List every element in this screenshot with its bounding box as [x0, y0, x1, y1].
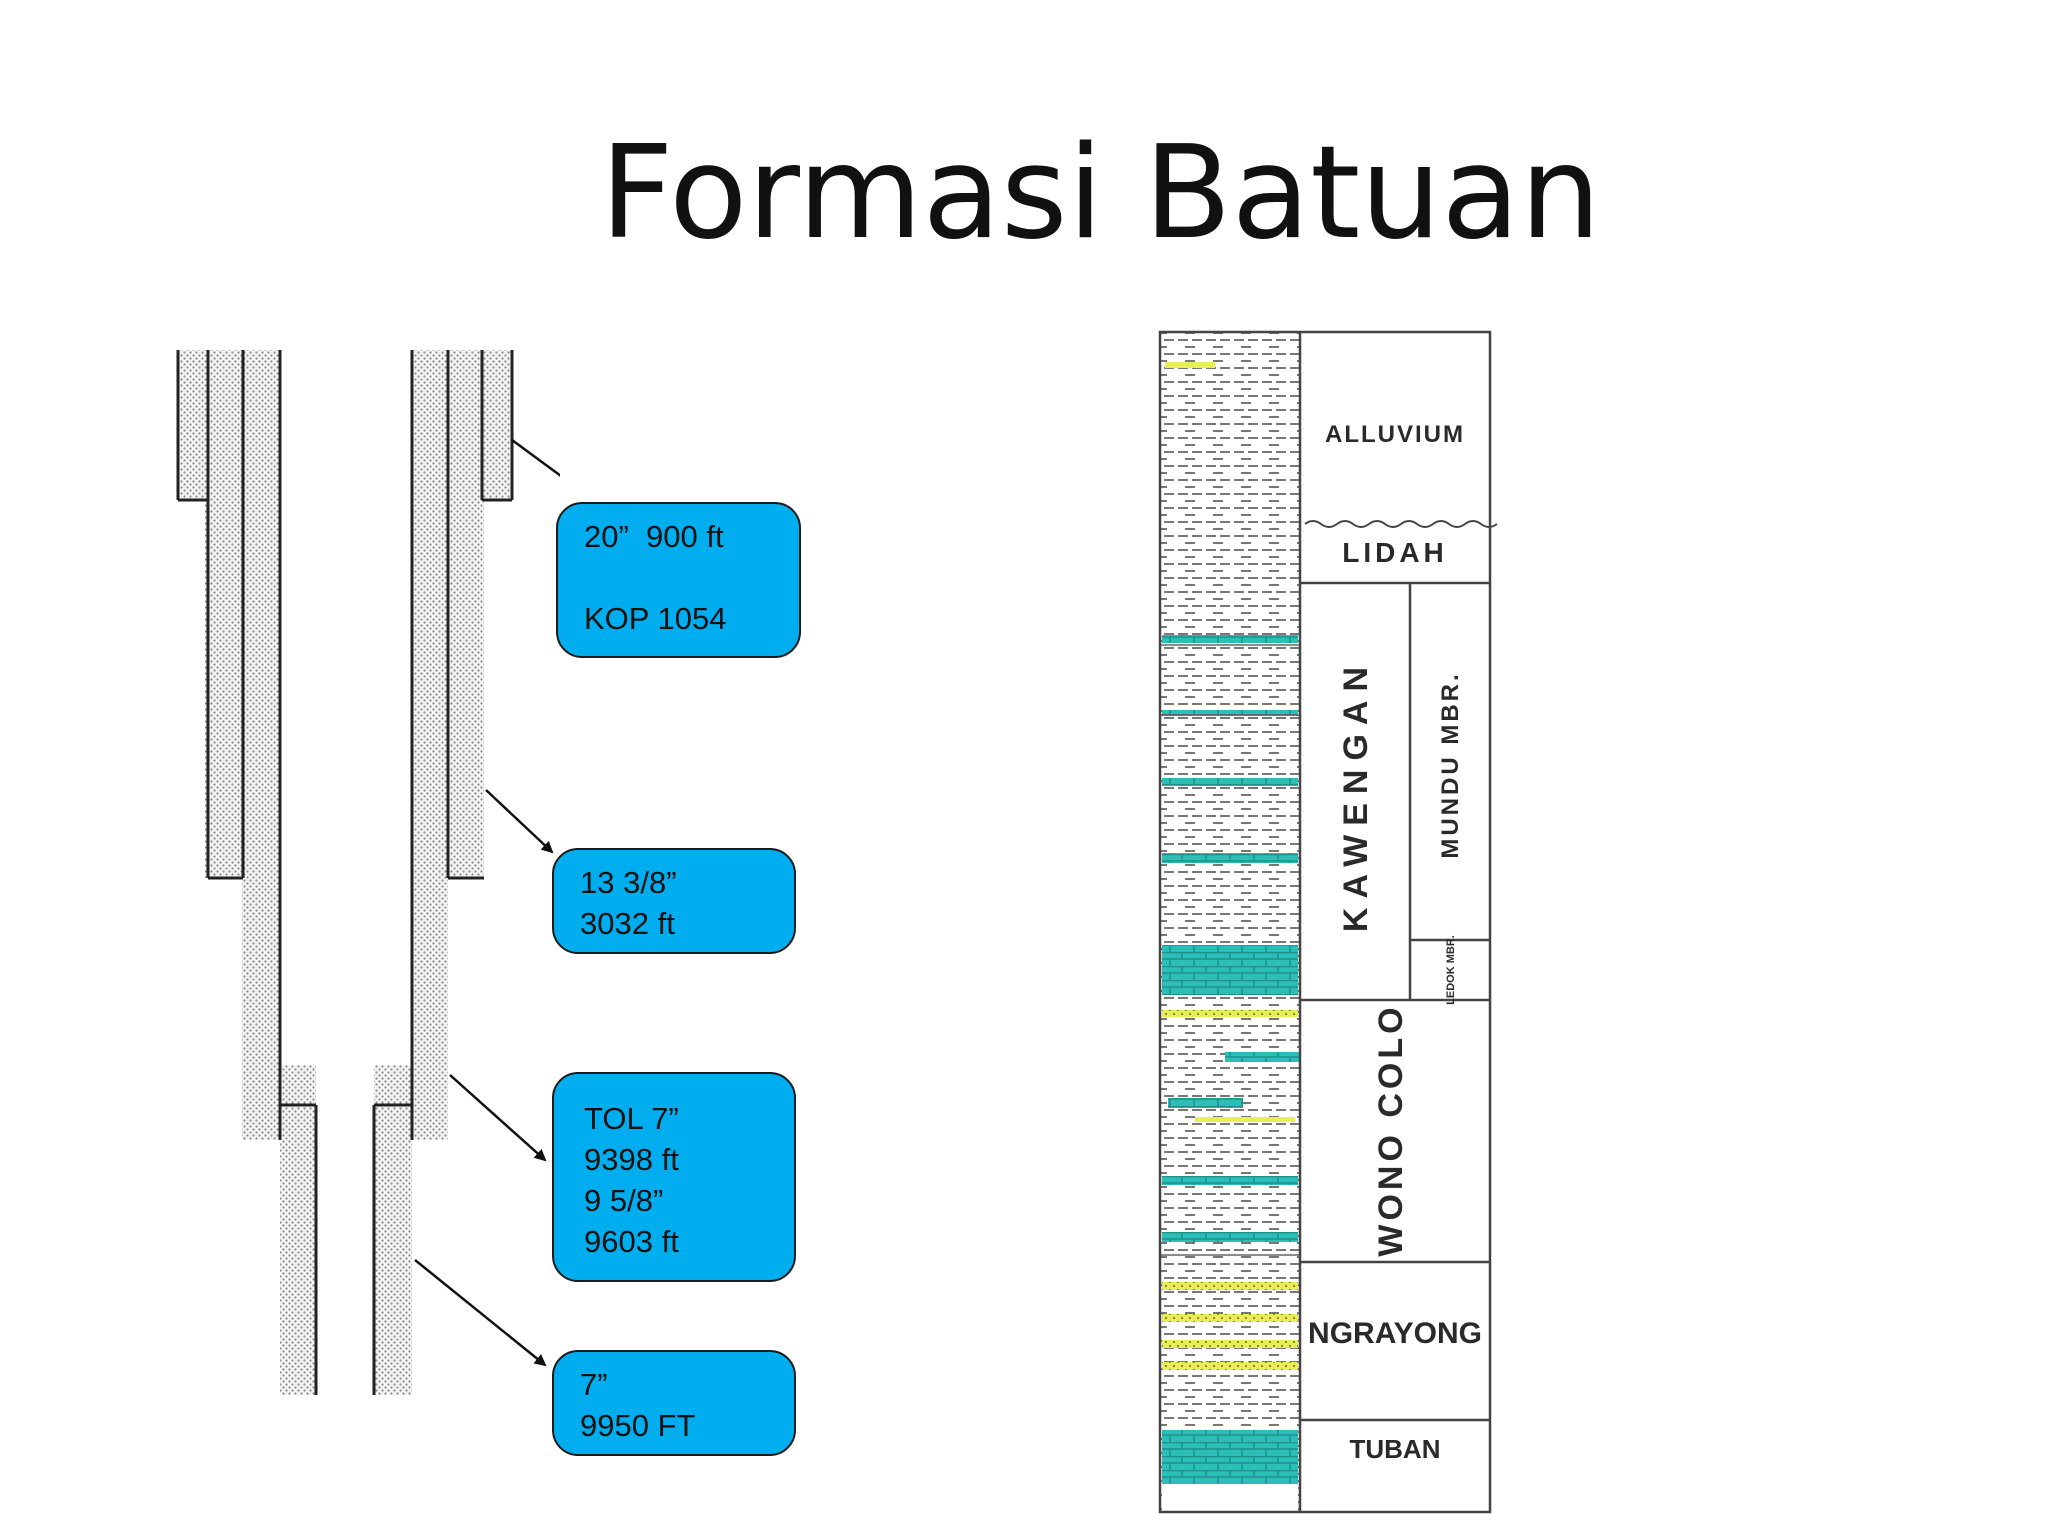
sand-band — [1162, 1314, 1298, 1322]
formation-wonocolo: WONO COLO — [1372, 1003, 1410, 1256]
conductor-cement-right — [482, 350, 512, 500]
lithology-column — [1160, 332, 1300, 1512]
sand-band — [1162, 1340, 1298, 1348]
formation-ledok: LEDOK MBR. — [1445, 935, 1457, 1005]
callout-text: 13 3/8” — [580, 865, 677, 900]
callout-conductor: 20” 900 ft KOP 1054 — [556, 502, 801, 658]
callout-text: KOP 1054 — [584, 601, 727, 636]
callout-text: 9950 FT — [580, 1408, 696, 1443]
conductor-cement-left — [178, 350, 208, 500]
sand-band — [1195, 1117, 1295, 1122]
limestone-band — [1162, 710, 1298, 716]
sand-band — [1162, 1362, 1298, 1370]
limestone-band — [1162, 1176, 1298, 1185]
intermediate-cement-right — [412, 350, 448, 1140]
arrow-conductor — [511, 438, 560, 477]
limestone-band — [1225, 1052, 1300, 1062]
callout-text: 9 5/8” — [584, 1183, 664, 1218]
page-title: Formasi Batuan — [600, 119, 1601, 268]
limestone-band — [1168, 1098, 1243, 1108]
callout-intermediate-casing: TOL 7” 9398 ft 9 5/8” 9603 ft — [552, 1072, 796, 1282]
callout-text — [584, 557, 773, 598]
liner-cement-right — [374, 1065, 412, 1395]
limestone-band — [1162, 853, 1298, 863]
limestone-band — [1162, 778, 1298, 786]
sand-band — [1162, 1282, 1298, 1290]
formation-alluvium: ALLUVIUM — [1325, 421, 1465, 448]
callout-text: 20” 900 ft — [584, 519, 724, 554]
formation-mundu: MUNDU MBR. — [1437, 671, 1464, 858]
callout-text: 9398 ft — [584, 1142, 679, 1177]
arrow-liner — [414, 1259, 547, 1367]
callout-text: 3032 ft — [580, 906, 675, 941]
callout-text: 7” — [580, 1367, 608, 1402]
surface-cement-left — [205, 350, 243, 878]
arrow-surface — [485, 789, 554, 854]
limestone-band — [1162, 635, 1298, 643]
limestone-band — [1162, 945, 1298, 995]
unconformity-line — [1304, 520, 1498, 528]
arrow-intermediate — [449, 1074, 547, 1162]
callout-text: TOL 7” — [584, 1101, 679, 1136]
limestone-band — [1162, 1430, 1298, 1484]
formation-lidah: LIDAH — [1342, 537, 1448, 568]
blank-band — [1162, 1484, 1298, 1512]
sand-band — [1165, 362, 1215, 368]
casing-schematic — [176, 350, 560, 1395]
formation-ngrayong: NGRAYONG — [1308, 1317, 1482, 1350]
liner-cement-left — [280, 1065, 316, 1395]
callout-surface-casing: 13 3/8” 3032 ft — [552, 848, 796, 954]
callout-liner: 7” 9950 FT — [552, 1350, 796, 1456]
formation-kawengan: KAWENGAN — [1337, 658, 1375, 932]
callout-text: 9603 ft — [584, 1224, 679, 1259]
formation-tuban: TUBAN — [1350, 1434, 1441, 1464]
surface-cement-right — [448, 350, 484, 878]
intermediate-cement-left — [242, 350, 280, 1140]
limestone-band — [1162, 1232, 1298, 1242]
sand-band — [1162, 1010, 1298, 1017]
